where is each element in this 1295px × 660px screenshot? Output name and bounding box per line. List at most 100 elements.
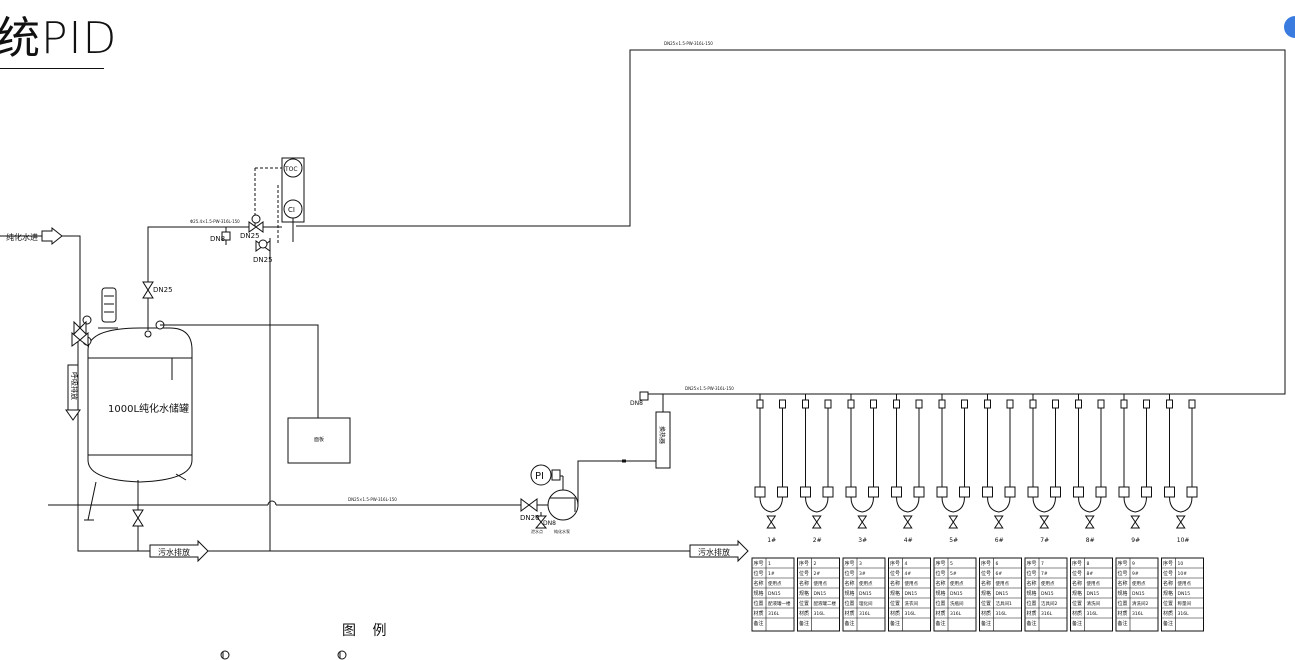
- user-point-label: 1#: [767, 537, 776, 544]
- table-row-header: 序号: [1118, 560, 1128, 567]
- table-row-header: 位置: [754, 600, 764, 607]
- table-cell: 316L: [1132, 611, 1144, 617]
- table-row-header: 备注: [1118, 620, 1128, 627]
- table-row-header: 规格: [1163, 590, 1173, 597]
- user-point-label: 6#: [995, 537, 1004, 544]
- table-row-header: 材质: [1027, 610, 1037, 617]
- table-cell: 7: [1041, 561, 1044, 567]
- heat-exchanger-label: 换热器: [658, 426, 666, 444]
- table-cell: 使用点: [1132, 580, 1146, 587]
- user-point-label: 8#: [1086, 537, 1095, 544]
- table-row-header: 位号: [890, 570, 900, 577]
- dn8-upper-label: DN8: [210, 235, 225, 243]
- table-row-header: 名称: [799, 580, 809, 587]
- table-row-header: 备注: [1163, 620, 1173, 627]
- table-cell: 洁具间1: [996, 600, 1012, 607]
- control-panel: [287, 417, 351, 464]
- ci-label: CI: [288, 206, 295, 214]
- table-cell: 316L: [1178, 611, 1190, 617]
- table-cell: 316L: [1087, 611, 1099, 617]
- table-cell: 316L: [996, 611, 1008, 617]
- table-row-header: 材质: [845, 610, 855, 617]
- table-row-header: 备注: [845, 620, 855, 627]
- dn20-label: DN20: [520, 514, 540, 522]
- table-row-header: 序号: [890, 560, 900, 567]
- side-label: 呼吸排放: [70, 372, 79, 400]
- table-cell: 316L: [859, 611, 871, 617]
- table-row-header: 名称: [890, 580, 900, 587]
- table-cell: 5#: [950, 571, 957, 577]
- table-row-header: 序号: [754, 560, 764, 567]
- table-cell: DN15: [950, 591, 963, 597]
- table-cell: DN15: [859, 591, 872, 597]
- table-row-header: 名称: [1163, 580, 1173, 587]
- table-cell: 2#: [814, 571, 821, 577]
- table-row-header: 名称: [1027, 580, 1037, 587]
- pi-label: PI: [535, 471, 544, 482]
- table-row-header: 名称: [1118, 580, 1128, 587]
- table-cell: 8#: [1087, 571, 1094, 577]
- floating-action-button[interactable]: [1284, 16, 1295, 38]
- table-row-header: 序号: [981, 560, 991, 567]
- table-cell: 1#: [768, 571, 775, 577]
- table-row-header: 名称: [1072, 580, 1082, 587]
- table-row-header: 备注: [1072, 620, 1082, 627]
- table-cell: 6#: [996, 571, 1003, 577]
- table-row-header: 材质: [981, 610, 991, 617]
- table-row-header: 材质: [1072, 610, 1082, 617]
- user-point-label: 4#: [904, 537, 913, 544]
- table-row-header: 规格: [799, 590, 809, 597]
- user-point-label: 2#: [813, 537, 822, 544]
- table-cell: DN15: [1132, 591, 1145, 597]
- table-row-header: 位置: [1027, 600, 1037, 607]
- table-row-header: 规格: [754, 590, 764, 597]
- legend-symbol-2: [337, 650, 347, 660]
- user-point-loop: [982, 394, 1016, 529]
- table-row-header: 位号: [981, 570, 991, 577]
- table-row-header: 位号: [845, 570, 855, 577]
- table-row-header: 备注: [890, 620, 900, 627]
- table-cell: 洁具间2: [1041, 600, 1057, 607]
- table-cell: DN15: [1041, 591, 1054, 597]
- table-cell: 使用点: [814, 580, 828, 587]
- table-cell: DN15: [905, 591, 918, 597]
- pipe-label-top: DN25×1.5-PW-316L-150: [664, 41, 713, 46]
- tank-label: 1000L纯化水储罐: [108, 402, 189, 415]
- table-row-header: 位号: [936, 570, 946, 577]
- table-cell: 使用点: [996, 580, 1010, 587]
- table-row-header: 备注: [799, 620, 809, 627]
- user-point-label: 10#: [1177, 537, 1190, 544]
- table-row-header: 规格: [890, 590, 900, 597]
- table-cell: 使用点: [950, 580, 964, 587]
- table-cell: 4: [905, 561, 908, 567]
- table-row-header: 规格: [936, 590, 946, 597]
- pipe-label-upper: Φ25.4×1.5-PW-316L-150: [190, 219, 240, 224]
- table-cell: 1: [768, 561, 771, 567]
- table-row-header: 材质: [754, 610, 764, 617]
- table-row-header: 序号: [845, 560, 855, 567]
- table-row-header: 位号: [754, 570, 764, 577]
- table-row-header: 材质: [1118, 610, 1128, 617]
- pump-name-label: 纯化水泵: [554, 528, 570, 534]
- table-row-header: 名称: [936, 580, 946, 587]
- table-row-header: 位置: [981, 600, 991, 607]
- dn25-label-b: DN25: [240, 232, 260, 240]
- pi-gauge: [530, 464, 552, 486]
- legend-title: 图 例: [342, 623, 393, 639]
- table-cell: 316L: [905, 611, 917, 617]
- table-row-header: 序号: [936, 560, 946, 567]
- drawing-title: 统PID: [0, 13, 118, 64]
- user-point-loop: [845, 394, 879, 529]
- user-point-label: 5#: [949, 537, 958, 544]
- table-row-header: 备注: [981, 620, 991, 627]
- table-row-header: 材质: [1163, 610, 1173, 617]
- pump-drain-label: 泄水点: [531, 528, 543, 534]
- table-cell: DN15: [1178, 591, 1191, 597]
- table-row-header: 规格: [1027, 590, 1037, 597]
- table-cell: 9#: [1132, 571, 1139, 577]
